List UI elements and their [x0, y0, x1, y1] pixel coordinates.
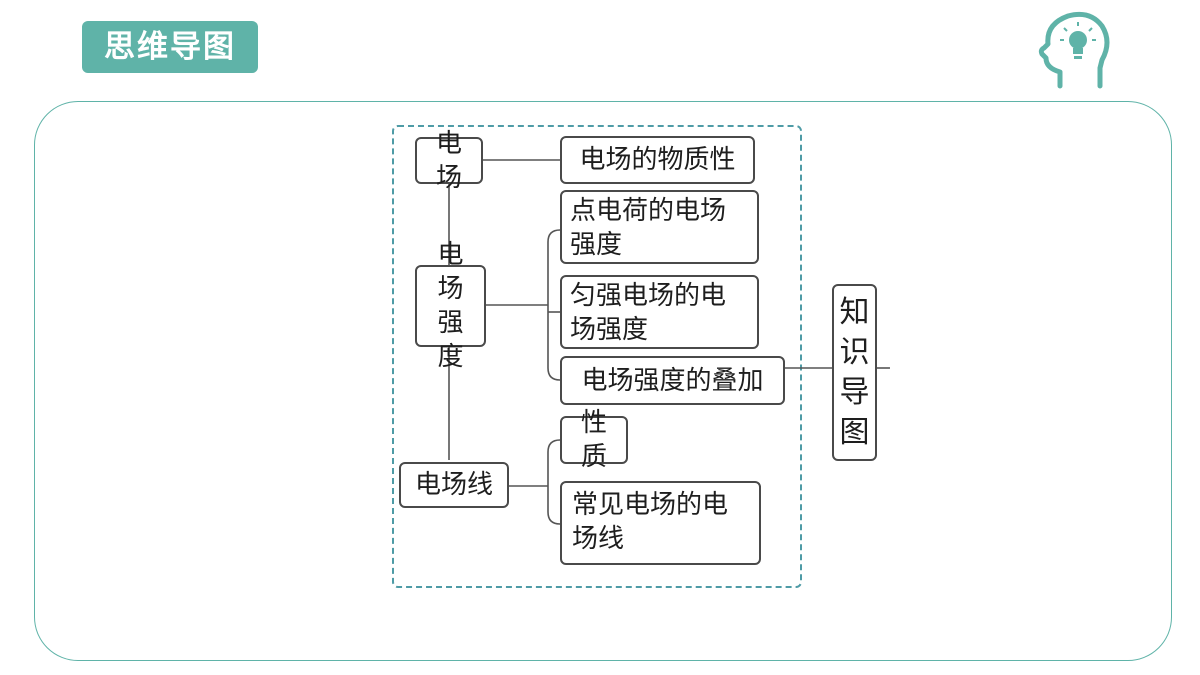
- node-field-strength: 电场强度: [415, 240, 486, 372]
- node-point-charge-strength: 点电荷的电场强度: [560, 190, 759, 264]
- node-uniform-field-strength: 匀强电场的电场强度: [560, 275, 759, 349]
- bracket-line: [547, 229, 561, 381]
- node-common-field-lines: 常见电场的电场线: [560, 481, 761, 565]
- node-field-lines: 电场线: [399, 462, 509, 508]
- node-field-materiality: 电场的物质性: [560, 136, 755, 184]
- page-title-badge: 思维导图: [82, 21, 258, 73]
- head-lightbulb-icon: [1038, 11, 1110, 89]
- mindmap-frame: [392, 125, 802, 588]
- node-electric-field: 电场: [415, 129, 483, 193]
- node-strength-superposition: 电场强度的叠加: [560, 356, 785, 405]
- node-properties: 性质: [560, 408, 628, 472]
- bracket-line: [547, 439, 561, 525]
- node-root: 知识导图: [832, 284, 877, 461]
